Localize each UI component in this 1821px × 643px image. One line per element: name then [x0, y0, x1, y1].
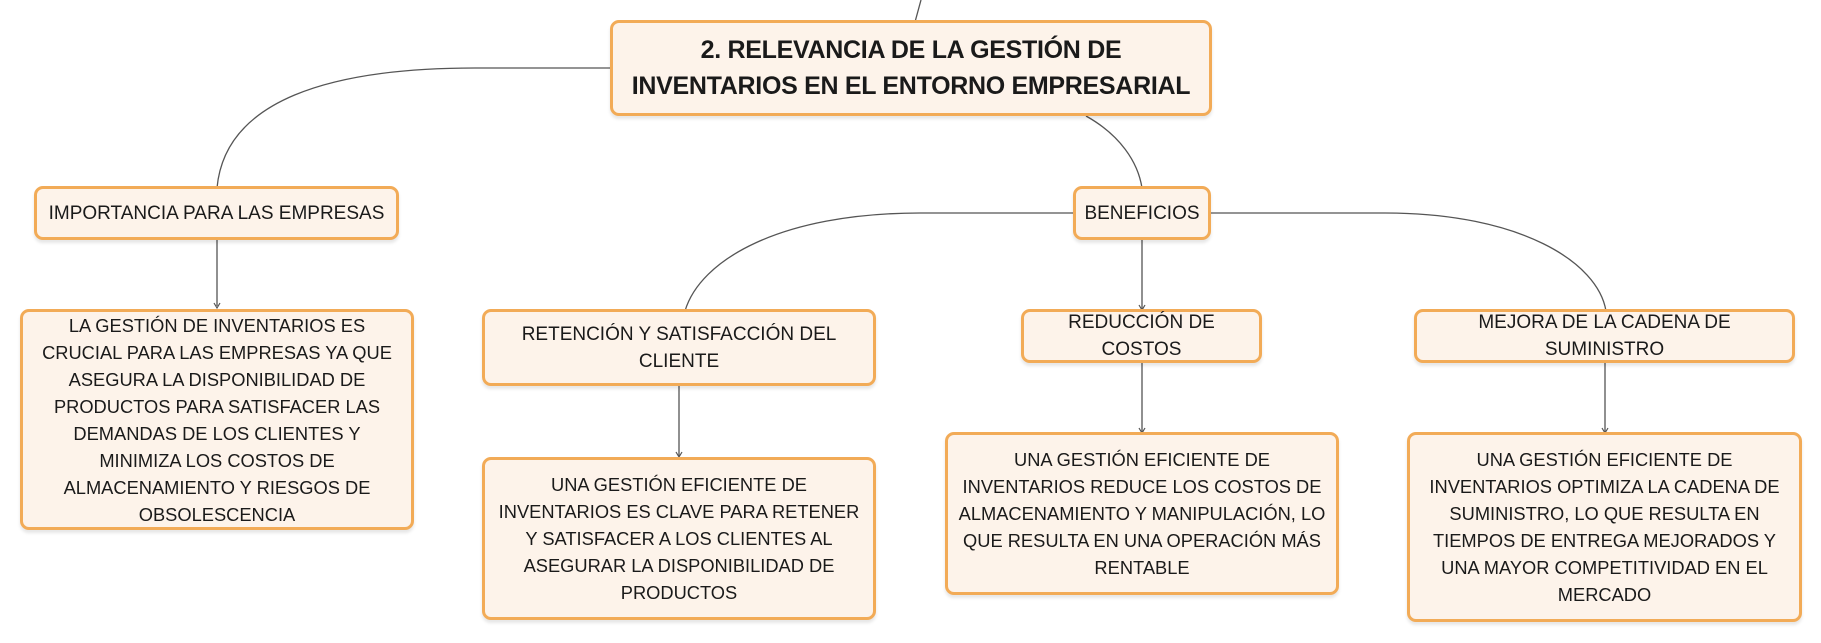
importancia-label: IMPORTANCIA PARA LAS EMPRESAS: [48, 202, 385, 224]
retencion-node[interactable]: RETENCIÓN Y SATISFACCIÓN DEL CLIENTE: [482, 309, 876, 386]
mejora-detail-node[interactable]: UNA GESTIÓN EFICIENTE DE INVENTARIOS OPT…: [1407, 432, 1802, 622]
reduccion-detail-text: UNA GESTIÓN EFICIENTE DE INVENTARIOS RED…: [958, 449, 1326, 578]
importancia-detail-text: LA GESTIÓN DE INVENTARIOS ES CRUCIAL PAR…: [42, 314, 392, 525]
reduccion-node[interactable]: REDUCCIÓN DE COSTOS: [1021, 309, 1262, 363]
reduccion-detail-node[interactable]: UNA GESTIÓN EFICIENTE DE INVENTARIOS RED…: [945, 432, 1339, 595]
beneficios-node[interactable]: BENEFICIOS: [1073, 186, 1211, 240]
retencion-detail-text: UNA GESTIÓN EFICIENTE DE INVENTARIOS ES …: [498, 474, 860, 603]
reduccion-label: REDUCCIÓN DE COSTOS: [1068, 312, 1215, 360]
root-topic-title: 2. RELEVANCIA DE LA GESTIÓN DE INVENTARI…: [631, 36, 1191, 100]
root-topic-node[interactable]: 2. RELEVANCIA DE LA GESTIÓN DE INVENTARI…: [610, 20, 1212, 116]
retencion-label: RETENCIÓN Y SATISFACCIÓN DEL CLIENTE: [521, 323, 837, 372]
importancia-detail-node[interactable]: LA GESTIÓN DE INVENTARIOS ES CRUCIAL PAR…: [20, 309, 414, 530]
mejora-detail-text: UNA GESTIÓN EFICIENTE DE INVENTARIOS OPT…: [1429, 449, 1780, 605]
connector-root-to-importancia: [216, 67, 610, 189]
connector-beneficios-to-retencion: [684, 212, 1074, 312]
beneficios-label: BENEFICIOS: [1084, 202, 1200, 224]
connector-parent-to-root: [914, 0, 922, 23]
retencion-detail-node[interactable]: UNA GESTIÓN EFICIENTE DE INVENTARIOS ES …: [482, 457, 876, 620]
mejora-node[interactable]: MEJORA DE LA CADENA DE SUMINISTRO: [1414, 309, 1795, 363]
connector-root-to-beneficios: [1085, 115, 1143, 189]
mejora-label: MEJORA DE LA CADENA DE SUMINISTRO: [1478, 312, 1731, 360]
connector-beneficios-to-mejora: [1210, 212, 1607, 312]
arrowhead-importancia: [213, 302, 221, 310]
importancia-node[interactable]: IMPORTANCIA PARA LAS EMPRESAS: [34, 186, 399, 240]
